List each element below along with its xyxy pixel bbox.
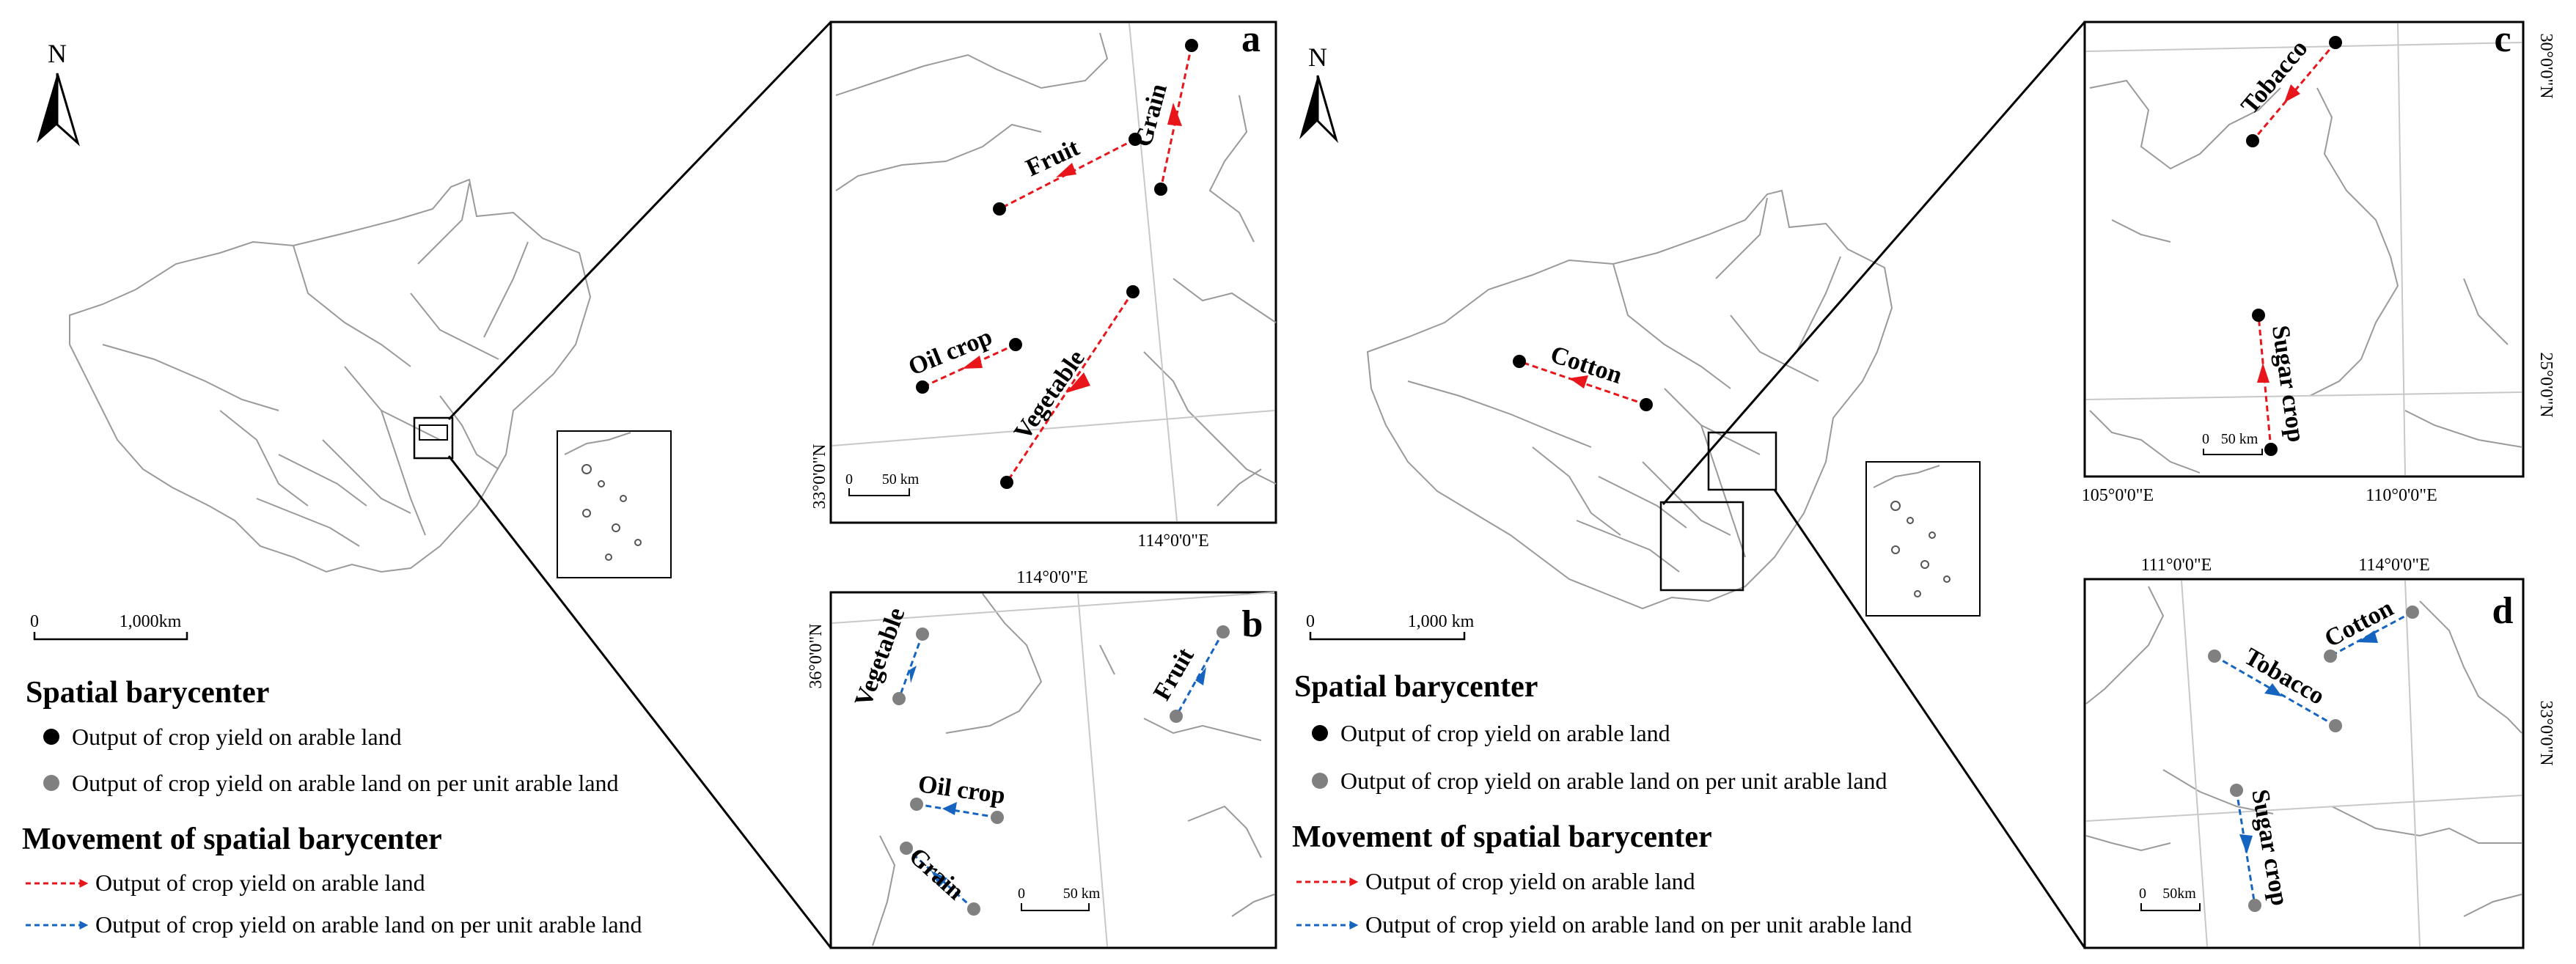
gray-point-icon bbox=[43, 775, 59, 791]
north-arrow-right: N bbox=[1299, 43, 1339, 144]
panel-d: d 111°0'0"E 114°0'0"E 33°0'0"N 0 50km Co… bbox=[2083, 556, 2555, 949]
panel-b-scale-bar: 0 50 km bbox=[1018, 886, 1101, 911]
crop-label-cotton-main: Cotton bbox=[1547, 341, 1626, 389]
panel-b-lon-label: 114°0'0"E bbox=[1016, 568, 1088, 587]
legend-gray-point-right: Output of crop yield on arable land on p… bbox=[1340, 768, 1887, 794]
south-china-sea-inset-left bbox=[557, 430, 672, 578]
movement-arrow-grain-b bbox=[905, 847, 975, 910]
scale-zero-right: 0 bbox=[1306, 612, 1315, 631]
panel-b: b 36°0'0"N 114°0'0"E 0 50 km Vegetable F… bbox=[807, 568, 1277, 949]
scale-bar-right: 0 1,000 km bbox=[1306, 612, 1475, 641]
gray-point-icon-right bbox=[1312, 773, 1328, 789]
legend-movement-title-right: Movement of spatial barycenter bbox=[1292, 820, 1712, 854]
svg-text:0: 0 bbox=[2139, 886, 2146, 902]
legend-black-point-right: Output of crop yield on arable land bbox=[1340, 720, 1670, 746]
black-point-icon-right bbox=[1312, 725, 1328, 741]
scale-bar-left: 0 1,000km bbox=[30, 612, 188, 641]
movement-arrow-tobacco-c bbox=[2251, 42, 2337, 141]
panel-c-lon-right: 110°0'0"E bbox=[2366, 486, 2437, 505]
panel-a-lon-label: 114°0'0"E bbox=[1137, 531, 1209, 551]
legend-black-point-left: Output of crop yield on arable land bbox=[72, 724, 402, 750]
legend-red-arrow-right: Output of crop yield on arable land bbox=[1365, 868, 1695, 894]
legend-blue-arrow-right: Output of crop yield on arable land on p… bbox=[1365, 911, 1912, 938]
north-arrow-icon-right bbox=[1299, 76, 1318, 139]
svg-text:0: 0 bbox=[845, 471, 853, 487]
cotton-movement-main: Cotton bbox=[1513, 341, 1653, 411]
legend-red-arrow-left: Output of crop yield on arable land bbox=[95, 869, 425, 896]
panel-c: c 30°0'0"N 25°0'0"N 105°0'0"E 110°0'0"E … bbox=[2082, 18, 2555, 505]
panel-a-letter: a bbox=[1241, 18, 1261, 60]
north-arrow-icon bbox=[37, 73, 57, 143]
scale-value-left: 1,000km bbox=[120, 612, 182, 631]
movement-arrow-oil-crop-b bbox=[916, 803, 998, 819]
movement-arrow-fruit bbox=[999, 138, 1136, 210]
panel-c-lat-mid: 25°0'0"N bbox=[2536, 352, 2555, 417]
svg-text:0: 0 bbox=[2202, 431, 2209, 447]
right-figure: N Cotton bbox=[1292, 18, 2555, 949]
movement-arrow-vegetable-b bbox=[898, 633, 924, 699]
panel-b-lat-label: 36°0'0"N bbox=[807, 623, 826, 688]
panel-a: a 33°0'0"N 114°0'0"E 0 50 km Fruit Grain bbox=[810, 18, 1277, 551]
legend-spatial-title-left: Spatial barycenter bbox=[26, 676, 269, 710]
study-area-box-left bbox=[413, 416, 454, 460]
panel-a-scale-bar: 0 50 km bbox=[845, 471, 920, 496]
svg-text:50 km: 50 km bbox=[882, 471, 920, 487]
svg-text:0: 0 bbox=[1018, 886, 1025, 902]
legend-movement-title-left: Movement of spatial barycenter bbox=[22, 823, 442, 856]
panel-c-letter: c bbox=[2494, 18, 2511, 60]
panel-d-lon-right: 114°0'0"E bbox=[2358, 556, 2430, 575]
china-map-left bbox=[69, 178, 592, 573]
svg-text:50km: 50km bbox=[2162, 886, 2196, 902]
svg-text:50 km: 50 km bbox=[1063, 886, 1101, 902]
movement-arrow-cotton-d bbox=[2330, 611, 2413, 658]
legend-spatial-title-right: Spatial barycenter bbox=[1294, 670, 1538, 704]
north-label-left: N bbox=[48, 39, 67, 68]
movement-arrow-fruit-b bbox=[1175, 631, 1225, 717]
scale-zero-left: 0 bbox=[30, 612, 39, 631]
panel-c-scale-bar: 0 50 km bbox=[2202, 431, 2263, 455]
panel-d-lat-label: 33°0'0"N bbox=[2536, 700, 2555, 765]
legend-left: Spatial barycenter Output of crop yield … bbox=[22, 676, 642, 938]
legend-gray-point-left: Output of crop yield on arable land on p… bbox=[72, 770, 619, 796]
china-outline bbox=[69, 178, 592, 573]
south-china-sea-inset-right bbox=[1865, 461, 1981, 617]
panel-a-lat-label: 33°0'0"N bbox=[810, 444, 829, 509]
panel-d-letter: d bbox=[2492, 590, 2514, 632]
panel-d-lon-left: 111°0'0"E bbox=[2141, 556, 2212, 575]
panel-c-lat-top: 30°0'0"N bbox=[2536, 33, 2555, 98]
panel-c-lon-left: 105°0'0"E bbox=[2082, 486, 2154, 505]
svg-text:50 km: 50 km bbox=[2221, 431, 2258, 447]
north-label-right: N bbox=[1308, 43, 1327, 72]
left-figure: N bbox=[22, 18, 1277, 949]
legend-blue-arrow-left: Output of crop yield on arable land on p… bbox=[95, 911, 642, 938]
study-area-box-d bbox=[1707, 431, 1777, 491]
movement-arrow-grain bbox=[1159, 45, 1193, 190]
panel-b-letter: b bbox=[1242, 603, 1263, 645]
black-point-icon bbox=[43, 729, 59, 745]
panel-d-scale-bar: 0 50km bbox=[2139, 886, 2201, 911]
legend-right: Spatial barycenter Output of crop yield … bbox=[1292, 670, 1912, 938]
study-area-box-c bbox=[1659, 501, 1744, 592]
north-arrow-left: N bbox=[37, 39, 80, 147]
scale-value-right: 1,000 km bbox=[1408, 612, 1475, 631]
